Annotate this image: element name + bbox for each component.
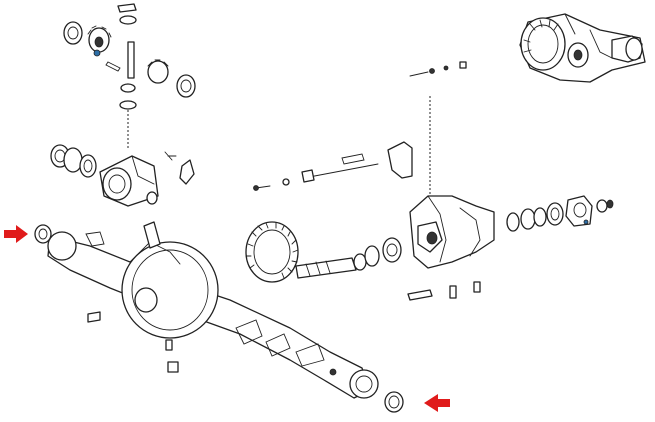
pinion-bearing-stack <box>506 195 614 232</box>
ring-gear-and-pinion <box>245 221 402 283</box>
bearing-cap-fasteners <box>253 61 467 196</box>
differential-carrier-housing <box>407 195 495 301</box>
axle-housing <box>47 221 379 399</box>
right-pointer-arrow <box>424 394 450 412</box>
axle-seals <box>34 224 404 413</box>
left-pointer-arrow <box>4 225 28 243</box>
assembled-differential-carrier <box>519 13 646 83</box>
spider-gear-set <box>63 3 196 150</box>
drain-and-fill-plugs <box>87 311 179 373</box>
differential-case-assembly <box>50 144 195 207</box>
